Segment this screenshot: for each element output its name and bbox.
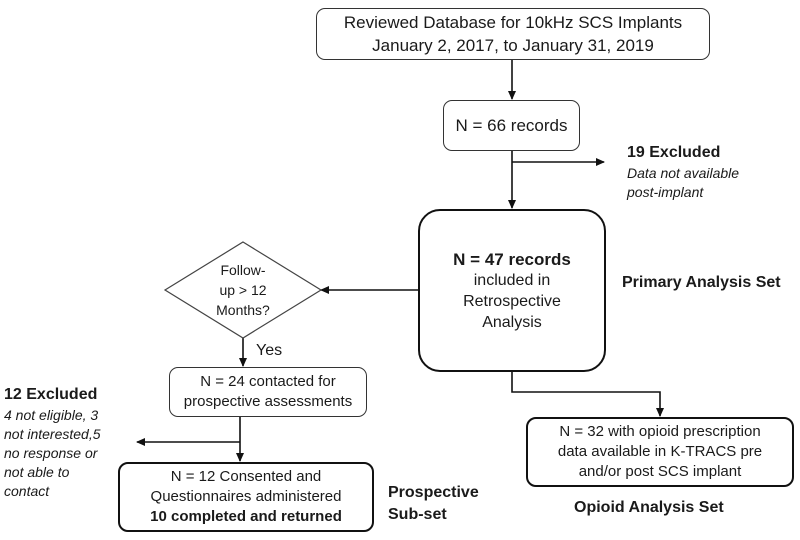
contacted-line-1: N = 24 contacted for [200,373,336,390]
records-66-box: N = 66 records [443,100,580,151]
excluded-12-reason-5: contact [4,483,50,499]
excluded-19-title: 19 Excluded [627,144,721,161]
contacted-box: N = 24 contacted for prospective assessm… [169,367,367,417]
records-47-line-3: Retrospective [463,292,561,310]
excluded-19-label: 19 Excluded Data not available post-impl… [627,142,739,202]
decision-text: Follow- up > 12 Months? [199,258,287,322]
primary-analysis-set-label: Primary Analysis Set [622,274,781,291]
decision-diamond [163,241,323,339]
excluded-12-title: 12 Excluded [4,386,98,403]
opioid-box: N = 32 with opioid prescription data ava… [526,417,794,487]
database-box: Reviewed Database for 10kHz SCS Implants… [316,8,710,60]
excluded-12-reason-3: no response or [4,445,98,461]
excluded-12-reason-2: not interested,5 [4,426,101,442]
decision-line-3: Months? [216,302,270,318]
yes-label: Yes [256,342,283,359]
consented-line-3: 10 completed and returned [150,508,342,525]
consented-line-2: Questionnaires administered [150,488,342,505]
opioid-line-3: and/or post SCS implant [578,463,742,480]
arrow-47-to-opioid [511,372,664,417]
records-47-box: N = 47 records included in Retrospective… [418,209,606,372]
excluded-12-reason-1: 4 not eligible, 3 [4,407,99,423]
records-66-text: N = 66 records [455,116,568,135]
consented-line-1: N = 12 Consented and [170,468,322,485]
excluded-12-reason-4: not able to [4,464,70,480]
decision-line-1: Follow- [220,262,266,278]
consented-box: N = 12 Consented and Questionnaires admi… [118,462,374,532]
database-line-1: Reviewed Database for 10kHz SCS Implants [343,13,683,32]
prospective-subset-label: Prospective Sub-set [388,482,479,526]
records-47-line-2: included in [473,271,551,289]
database-line-2: January 2, 2017, to January 31, 2019 [372,36,654,55]
opioid-line-2: data available in K-TRACS pre [557,443,763,460]
opioid-line-1: N = 32 with opioid prescription [559,423,761,440]
excluded-19-reason-1: Data not available [627,165,740,181]
excluded-19-reason-2: post-implant [627,184,704,200]
decision-line-2: up > 12 [219,282,267,298]
excluded-12-label: 12 Excluded 4 not eligible, 3 not intere… [4,384,101,501]
opioid-analysis-set-label: Opioid Analysis Set [574,499,724,516]
contacted-line-2: prospective assessments [183,393,353,410]
prospective-subset-line-1: Prospective [388,484,479,501]
prospective-subset-line-2: Sub-set [388,506,447,523]
records-47-title: N = 47 records [453,249,571,269]
records-47-line-4: Analysis [482,313,542,331]
